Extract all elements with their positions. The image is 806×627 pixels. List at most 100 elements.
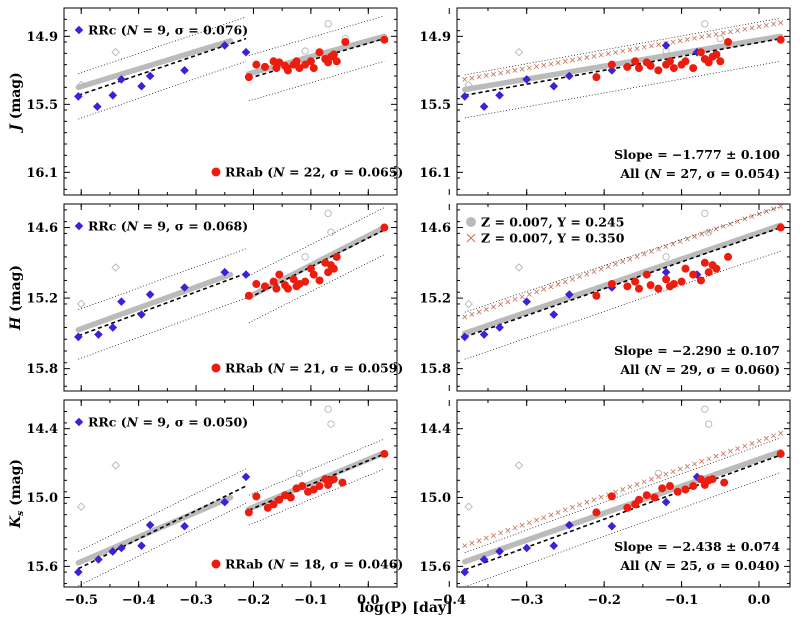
model-cross-y350 [713, 31, 719, 37]
all-annotation: All (N = 27, σ = 0.054) [619, 166, 780, 181]
outlier-point [327, 228, 335, 236]
rrab-point [776, 223, 785, 232]
outlier-point [301, 47, 309, 55]
rrab-point [269, 500, 278, 509]
fit-scatter-bound [248, 468, 385, 526]
model-cross-y350 [512, 525, 518, 531]
rrab-point [338, 478, 347, 487]
panels-group: 14.915.516.1J (mag)RRc (N = 9, σ = 0.076… [8, 7, 791, 608]
rrab-point [716, 57, 725, 66]
rrab-point [724, 252, 733, 261]
model-cross-y350 [756, 211, 762, 217]
model-cross-y350 [620, 259, 626, 265]
outlier-point [464, 80, 473, 90]
rrab-point [283, 284, 292, 293]
model-cross-y350 [778, 430, 784, 436]
model-cross-y350 [670, 241, 676, 247]
model-cross-y350 [713, 226, 719, 232]
fit-scatter-bound [248, 438, 385, 496]
rrab-point [607, 279, 616, 288]
legend-rrc-marker [74, 221, 84, 231]
model-legend-text: Z = 0.007, Y = 0.245 [481, 215, 624, 230]
model-cross-y350 [490, 71, 496, 77]
legend-rrc-text: RRc (N = 9, σ = 0.050) [88, 415, 248, 430]
rrc-point [74, 567, 83, 577]
rrab-point [776, 449, 785, 458]
x-tick-label: −0.2 [587, 593, 621, 608]
model-cross-y350 [598, 266, 604, 272]
rrc-point [117, 297, 126, 306]
rrab-point [712, 50, 721, 59]
rrab-point [724, 38, 733, 46]
plot-area [74, 405, 389, 587]
model-cross-y350 [526, 65, 532, 71]
rrab-point [592, 291, 601, 300]
rrc-point [137, 541, 146, 550]
fit-line [77, 485, 247, 570]
y-axis-title: Ks (mag) [8, 459, 26, 529]
model-cross-y350 [476, 538, 482, 544]
rrab-point [689, 64, 698, 73]
y-tick-label: 15.6 [26, 560, 58, 575]
model-cross-y350 [591, 497, 597, 503]
slope-annotation: Slope = −1.777 ± 0.100 [614, 147, 780, 162]
model-cross-y350 [483, 306, 489, 312]
model-cross-y350 [720, 451, 726, 457]
plot-area [460, 17, 785, 119]
model-cross-y350 [749, 213, 755, 219]
fit-line [248, 229, 385, 299]
model-cross-y350 [577, 56, 583, 62]
model-cross-y350 [727, 448, 733, 454]
model-cross-y350 [526, 520, 532, 526]
model-cross-y350 [634, 481, 640, 487]
rrab-point [776, 35, 785, 44]
plot-area [74, 207, 389, 360]
model-cross-y350 [512, 67, 518, 73]
model-line-y245 [246, 224, 388, 300]
rrc-point [495, 90, 504, 100]
legend-rrab-text: RRab (N = 18, σ = 0.046) [225, 557, 403, 572]
legend-rrab-marker [211, 559, 221, 569]
rrc-point [564, 290, 574, 299]
rrab-point [252, 60, 261, 69]
outlier-point [701, 405, 709, 413]
model-cross-y350 [591, 53, 597, 59]
outlier-point [76, 299, 86, 309]
slope-annotation: Slope = −2.290 ± 0.107 [614, 343, 780, 358]
legend-rrc-text: RRc (N = 9, σ = 0.076) [88, 23, 248, 38]
model-cross-y350 [670, 469, 676, 475]
rrab-point [315, 482, 324, 491]
rrc-point [241, 47, 251, 57]
rrab-point [704, 268, 713, 277]
model-cross-y350 [498, 70, 504, 76]
model-cross-y350 [692, 461, 698, 467]
outlier-point [701, 20, 709, 28]
model-cross-y350 [505, 299, 511, 305]
model-cross-y350 [641, 251, 647, 257]
model-cross-y350 [512, 296, 518, 302]
model-cross-y350 [727, 221, 733, 227]
rrc-point [220, 497, 230, 507]
x-tick-label: −0.3 [179, 593, 213, 608]
model-cross-y350 [670, 39, 676, 45]
legend-rrc-marker [74, 417, 84, 427]
model-cross-y350 [656, 42, 662, 48]
y-tick-label: 14.9 [419, 30, 451, 45]
model-cross-y350 [742, 443, 748, 449]
fit-scatter-bound [78, 16, 247, 75]
fit-scatter-bound [78, 468, 247, 552]
y-tick-label: 14.6 [26, 221, 58, 236]
outlier-point [324, 209, 332, 218]
model-cross-y350 [677, 466, 683, 472]
panel-frame [63, 203, 398, 392]
model-cross-y350 [706, 33, 712, 39]
model-cross-y350 [735, 218, 741, 224]
rrc-point [145, 71, 155, 81]
model-cross-y350 [562, 507, 568, 513]
outlier-point [654, 469, 662, 478]
model-cross-y350 [677, 38, 683, 44]
model-cross-y350 [605, 51, 611, 57]
y-tick-label: 15.5 [26, 98, 58, 113]
model-cross-y350 [720, 30, 726, 36]
